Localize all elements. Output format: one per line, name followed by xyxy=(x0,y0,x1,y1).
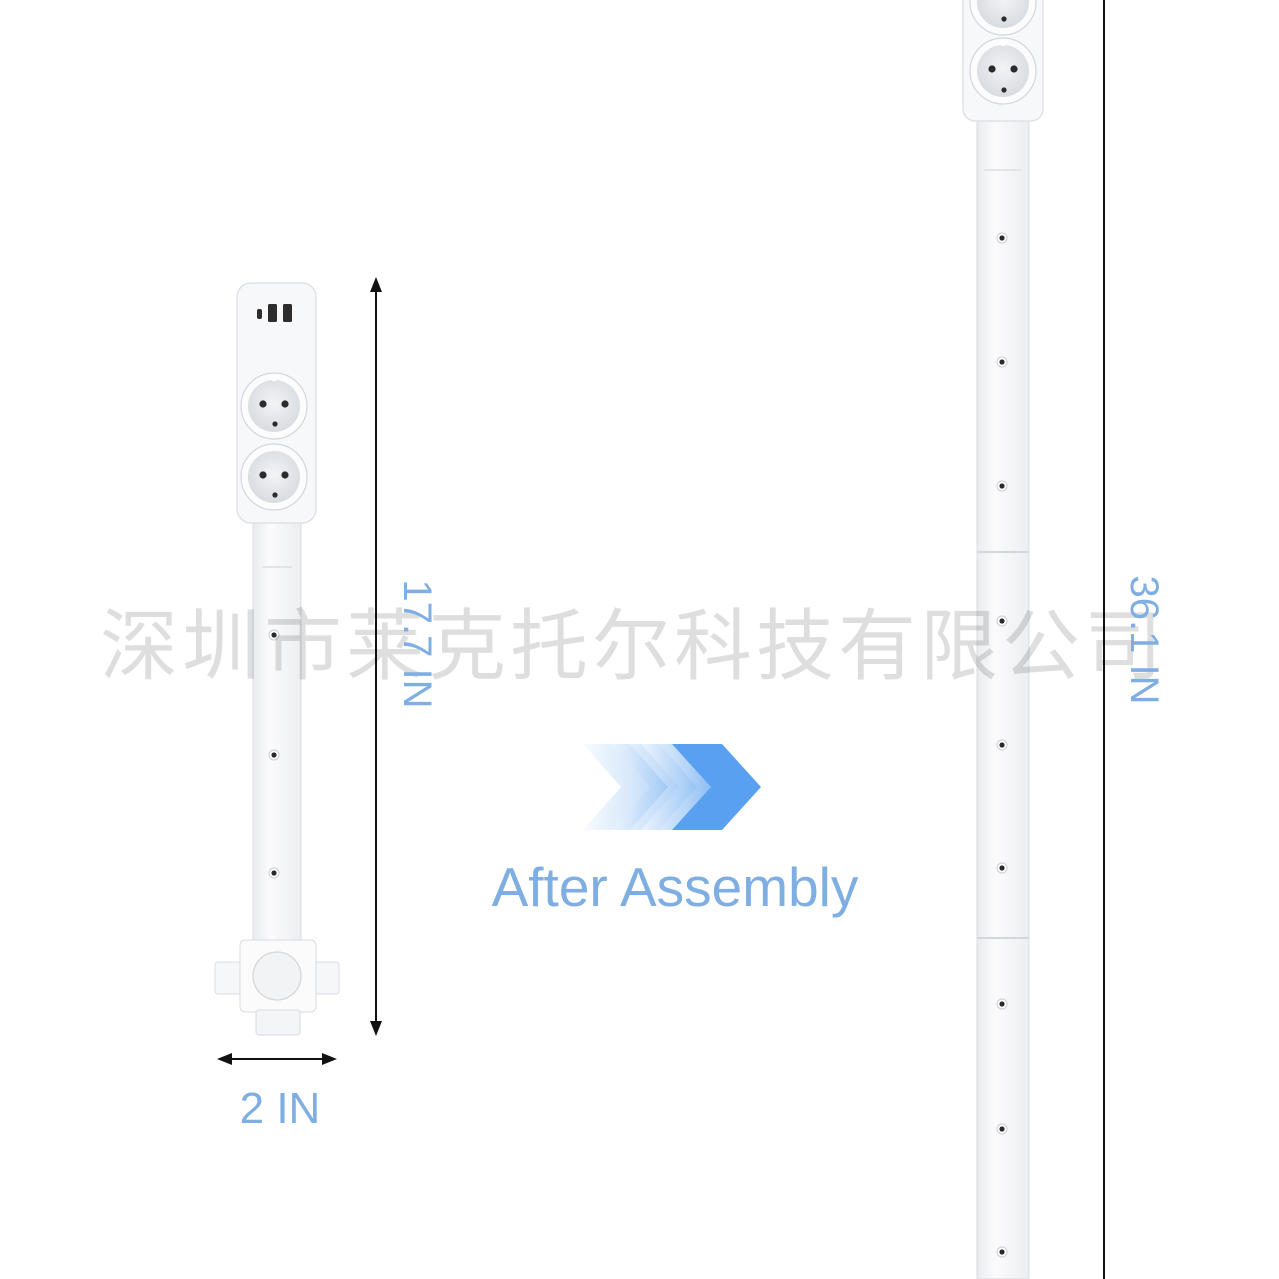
screw-hole xyxy=(268,867,280,879)
screw-hole xyxy=(268,629,280,641)
screw-hole xyxy=(996,1246,1008,1258)
screw-hole xyxy=(996,232,1008,244)
screw-hole xyxy=(996,356,1008,368)
height-label-before: 17.7 IN xyxy=(395,579,439,709)
screw-hole xyxy=(996,1123,1008,1135)
screw-hole xyxy=(996,739,1008,751)
assembly-caption: After Assembly xyxy=(491,856,859,918)
height-dimension-line-before xyxy=(370,277,382,1036)
screw-hole xyxy=(268,749,280,761)
screw-hole xyxy=(996,615,1008,627)
strip-body-after xyxy=(976,114,1030,1279)
power-strip-after xyxy=(962,0,1044,1279)
watermark: 深圳市莱克托尔科技有限公司 xyxy=(100,602,1167,692)
chevron-triple-right-icon xyxy=(583,744,761,830)
usb-icon xyxy=(257,304,292,322)
cross-connector xyxy=(214,939,340,1036)
width-dimension-line xyxy=(217,1053,337,1065)
schuko-socket-icon xyxy=(240,372,308,440)
schuko-socket-icon xyxy=(240,443,308,511)
screw-hole xyxy=(996,862,1008,874)
screw-hole xyxy=(996,998,1008,1010)
power-strip-before xyxy=(214,282,340,1036)
height-label-after: 36.1 IN xyxy=(1122,575,1166,705)
schuko-socket-icon xyxy=(969,0,1037,36)
schuko-socket-icon xyxy=(969,37,1037,105)
width-label: 2 IN xyxy=(239,1084,321,1133)
screw-hole xyxy=(996,480,1008,492)
